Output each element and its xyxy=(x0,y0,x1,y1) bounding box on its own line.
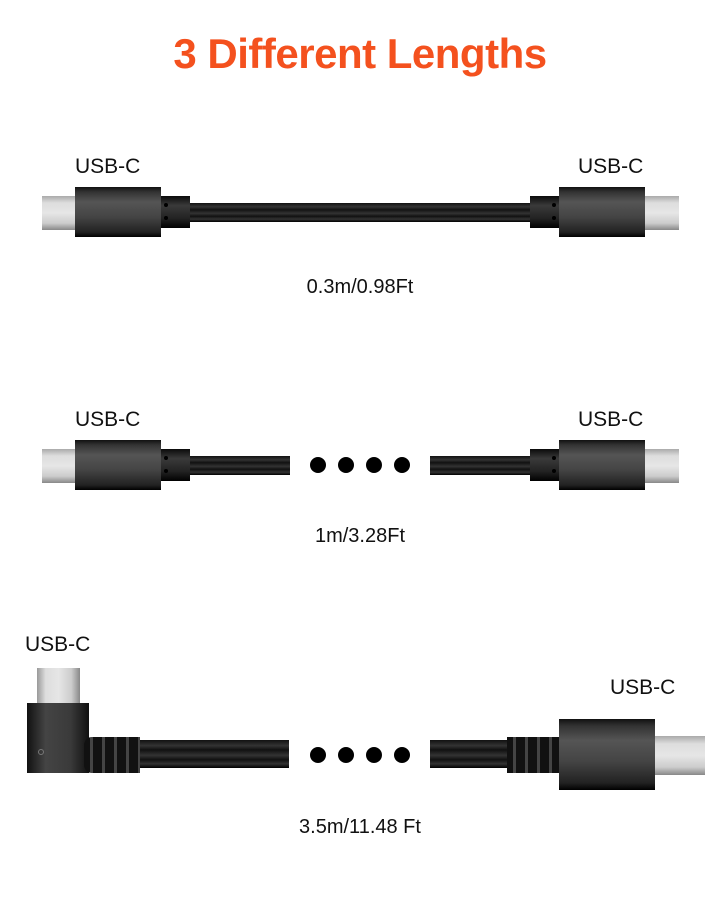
left-connector-label: USB-C xyxy=(75,155,141,178)
ellipsis-dot xyxy=(394,747,410,763)
left-connector-label: USB-C xyxy=(25,633,91,656)
strain-relief-right xyxy=(507,737,559,773)
length-label: 3.5m/11.48 Ft xyxy=(299,816,421,838)
ellipsis-dot xyxy=(366,747,382,763)
cable-wire-left xyxy=(190,456,290,475)
ellipsis-dot xyxy=(338,747,354,763)
strain-relief-right xyxy=(530,449,559,481)
length-label: 1m/3.28Ft xyxy=(314,525,406,547)
ellipsis-dot xyxy=(394,457,410,473)
right-connector-label: USB-C xyxy=(610,676,676,699)
usb-c-plug-right xyxy=(645,196,679,230)
connector-housing-left xyxy=(75,440,161,490)
usb-c-plug-left xyxy=(42,196,76,230)
left-connector-label: USB-C xyxy=(75,408,141,431)
connector-housing-right xyxy=(559,187,645,237)
usb-c-plug-left-angled xyxy=(37,668,80,704)
connector-housing-right xyxy=(559,440,645,490)
right-connector-label: USB-C xyxy=(578,408,644,431)
usb-c-plug-right xyxy=(655,736,705,775)
length-label: 0.3m/0.98Ft xyxy=(306,276,414,298)
connector-housing-left xyxy=(75,187,161,237)
usb-c-plug-left xyxy=(42,449,76,483)
ellipsis-dot xyxy=(366,457,382,473)
cable-wire-left xyxy=(140,740,289,768)
usb-c-plug-right xyxy=(645,449,679,483)
strain-relief-left xyxy=(161,449,190,481)
page-title: 3 Different Lengths xyxy=(173,30,547,77)
cable-wire xyxy=(190,203,530,222)
ellipsis-dot xyxy=(310,457,326,473)
ellipsis-dot xyxy=(338,457,354,473)
ellipsis-dot xyxy=(310,747,326,763)
angled-connector-housing xyxy=(27,703,89,773)
right-connector-label: USB-C xyxy=(578,155,644,178)
strain-relief-left xyxy=(84,737,140,773)
connector-housing-right xyxy=(559,719,655,790)
strain-relief-left xyxy=(161,196,190,228)
cable-wire-right xyxy=(430,456,530,475)
strain-relief-right xyxy=(530,196,559,228)
cable-wire-right xyxy=(430,740,508,768)
